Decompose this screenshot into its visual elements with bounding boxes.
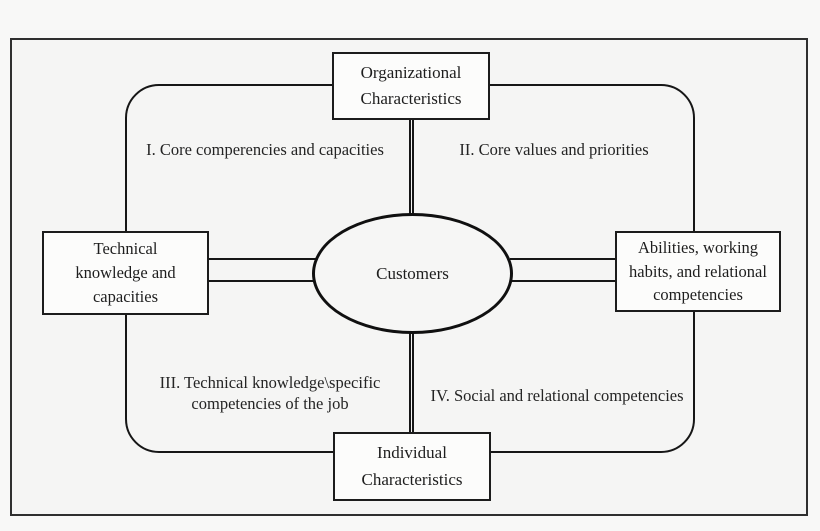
node-abilities-habits: Abilities, working habits, and relationa…: [615, 231, 781, 312]
quadrant-label-2-text: II. Core values and priorities: [459, 140, 649, 159]
quadrant-label-1-text: I. Core comperencies and capacities: [146, 140, 384, 159]
customers-label: Customers: [376, 263, 449, 283]
connector-left-double-line: [206, 258, 316, 282]
node-top-line2: Characteristics: [360, 89, 462, 108]
quadrant-label-3-line1: III. Technical knowledge\specific: [159, 373, 381, 392]
connector-bottom-double-line: [409, 331, 414, 434]
customers-ellipse: Customers: [312, 213, 513, 334]
connector-right-double-line: [510, 258, 618, 282]
quadrant-label-4-text: IV. Social and relational competencies: [430, 386, 684, 405]
node-bottom-line2: Characteristics: [361, 469, 463, 489]
connector-top-double-line: [409, 120, 414, 216]
node-top-line1: Organizational: [360, 62, 462, 82]
node-right-line2: habits, and relational: [629, 261, 767, 281]
quadrant-label-1: I. Core comperencies and capacities: [130, 139, 400, 160]
node-right-line3: competencies: [653, 285, 743, 305]
node-left-line2: knowledge and: [75, 263, 176, 283]
node-individual-characteristics: Individual Characteristics: [333, 432, 491, 501]
quadrant-label-3-line2: competencies of the job: [191, 394, 349, 414]
node-left-line3: capacities: [92, 286, 159, 306]
quadrant-label-3: III. Technical knowledge\specific compet…: [148, 372, 392, 415]
node-bottom-line1: Individual: [377, 443, 447, 463]
quadrant-label-2: II. Core values and priorities: [449, 139, 659, 160]
quadrant-label-4: IV. Social and relational competencies: [424, 385, 690, 406]
node-left-line1: Technical: [93, 239, 158, 259]
node-organizational-characteristics: Organizational Characteristics: [332, 52, 490, 120]
node-right-line1: Abilities, working: [637, 237, 759, 257]
node-technical-knowledge: Technical knowledge and capacities: [42, 231, 209, 315]
